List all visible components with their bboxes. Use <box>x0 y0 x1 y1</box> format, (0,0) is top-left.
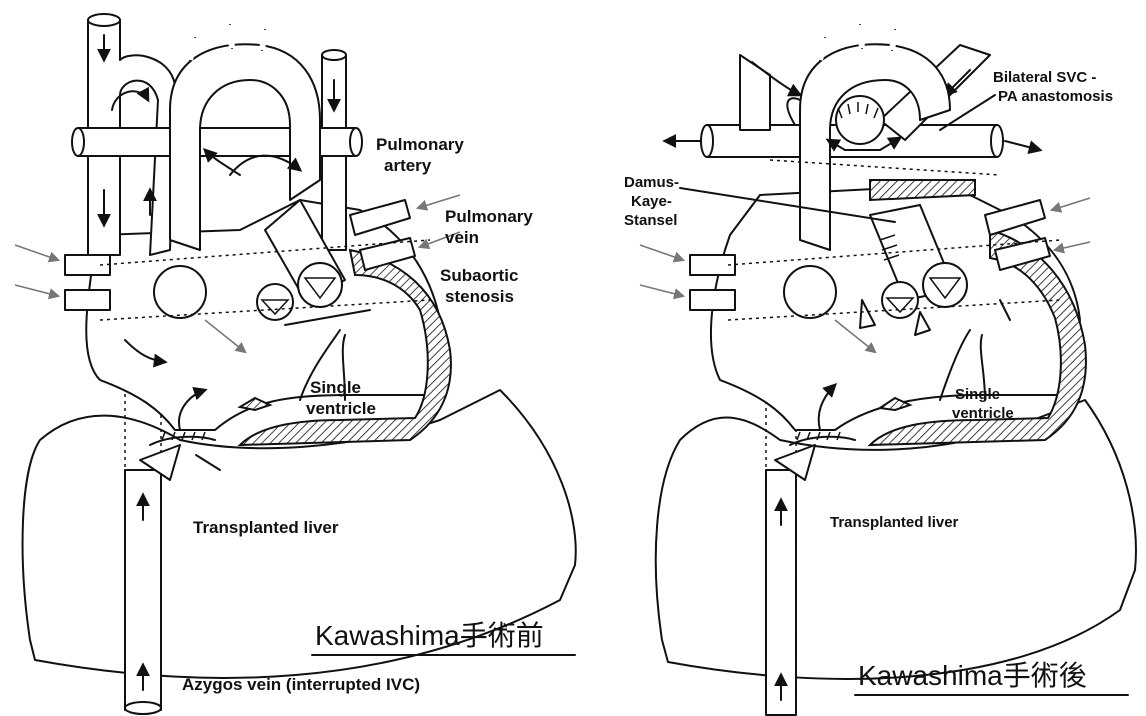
label-transplanted-liver-right: Transplanted liver <box>830 514 959 531</box>
label-pulmonary-artery-2: artery <box>384 156 432 175</box>
label-dks-3: Stansel <box>624 212 677 229</box>
label-single-ventricle-2: ventricle <box>306 399 376 418</box>
label-dks-2: Kaye- <box>631 193 672 210</box>
label-subaortic-1: Subaortic <box>440 266 518 285</box>
label-dks-1: Damus- <box>624 174 679 191</box>
right-pulmonary-vein-l2 <box>690 290 735 310</box>
label-single-ventricle-1: Single <box>310 378 361 397</box>
right-svc-right <box>740 55 770 130</box>
label-subaortic-2: stenosis <box>445 287 514 306</box>
label-single-ventricle-right-2: ventricle <box>952 405 1014 422</box>
label-transplanted-liver-left: Transplanted liver <box>193 518 339 537</box>
left-title: Kawashima手術前 <box>315 620 544 651</box>
label-azygos-vein: Azygos vein (interrupted IVC) <box>182 675 420 694</box>
label-single-ventricle-right-1: Single <box>955 386 1000 403</box>
right-title: Kawashima手術後 <box>858 660 1087 691</box>
right-heart-diagram: Bilateral SVC - PA anastomosis Damus- Ka… <box>624 25 1136 715</box>
label-pulmonary-vein-2: vein <box>445 228 479 247</box>
label-pulmonary-artery-1: Pulmonary <box>376 135 464 154</box>
left-pulmonary-vein-l2 <box>65 290 110 310</box>
left-pulmonary-vein-l1 <box>65 255 110 275</box>
label-bilateral-1: Bilateral SVC - <box>993 69 1096 86</box>
label-pulmonary-vein-1: Pulmonary <box>445 207 533 226</box>
label-bilateral-2: PA anastomosis <box>998 88 1113 105</box>
left-heart-diagram: Pulmonary artery Pulmonary vein Subaorti… <box>15 14 576 714</box>
